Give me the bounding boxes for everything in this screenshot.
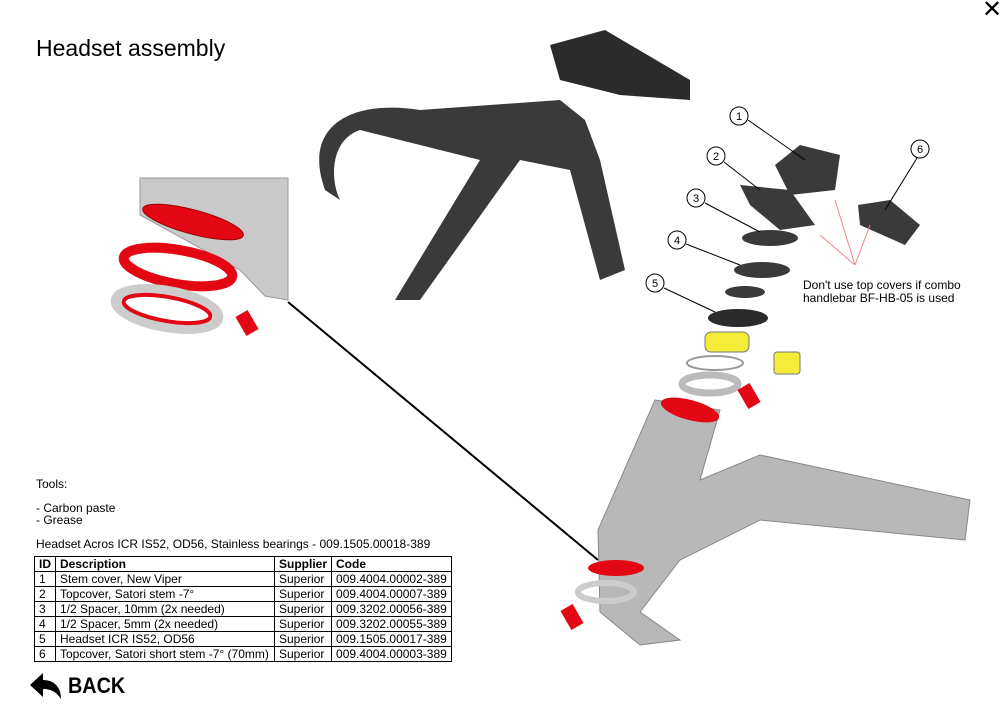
close-icon: ✕	[982, 0, 1000, 23]
note-line: Don't use top covers if combo	[803, 278, 961, 292]
table-cell: 009.4004.00007-389	[331, 586, 452, 602]
table-cell: Stem cover, New Viper	[55, 571, 275, 587]
svg-text:4: 4	[674, 235, 680, 247]
table-cell: 009.3202.00055-389	[331, 616, 452, 632]
callout-2: 2	[706, 146, 726, 166]
page-title: Headset assembly	[36, 35, 226, 61]
callout-5: 5	[645, 273, 665, 293]
back-button[interactable]: BACK	[30, 673, 132, 699]
handlebar	[319, 100, 625, 300]
table-cell: Superior	[273, 601, 333, 617]
table-cell: 009.3202.00056-389	[331, 601, 452, 617]
inset-detail	[110, 177, 289, 337]
back-arrow-icon	[30, 673, 61, 699]
carbon-paste-tube-icon	[235, 309, 259, 337]
top-cover-note: Don't use top covers if combo handlebar …	[803, 279, 961, 305]
table-cell: 1	[34, 571, 56, 587]
callout-1: 1	[729, 106, 749, 126]
table-cell: 009.1505.00017-389	[331, 631, 452, 647]
svg-text:5: 5	[652, 278, 658, 290]
table-cell: 1/2 Spacer, 10mm (2x needed)	[55, 601, 275, 617]
callout-3: 3	[686, 188, 706, 208]
table-cell: 3	[34, 601, 56, 617]
svg-text:3: 3	[693, 193, 699, 205]
callout-6: 6	[910, 139, 930, 159]
table-cell: Headset ICR IS52, OD56	[55, 631, 275, 647]
col-supplier: Supplier	[273, 556, 333, 572]
col-code: Code	[331, 556, 452, 572]
table-cell: 009.4004.00002-389	[331, 571, 452, 587]
tool-item: - Carbon paste	[36, 501, 116, 515]
table-cell: 4	[34, 616, 56, 632]
callout-4: 4	[667, 230, 687, 250]
table-cell: Topcover, Satori stem -7°	[55, 586, 275, 602]
tools-label: Tools:	[36, 477, 68, 491]
table-cell: Superior	[273, 586, 333, 602]
table-cell: Superior	[273, 631, 333, 647]
svg-text:6: 6	[917, 144, 923, 156]
table-cell: 5	[34, 631, 56, 647]
table-cell: 1/2 Spacer, 5mm (2x needed)	[55, 616, 275, 632]
svg-text:2: 2	[713, 151, 719, 163]
tool-item: - Grease	[36, 513, 83, 527]
headset-line: Headset Acros ICR IS52, OD56, Stainless …	[36, 537, 431, 551]
stem	[550, 30, 690, 100]
col-id: ID	[34, 556, 56, 572]
bearing	[704, 331, 750, 353]
svg-text:1: 1	[736, 111, 742, 123]
close-button[interactable]: ✕	[982, 0, 1000, 22]
back-label: BACK	[68, 673, 126, 698]
bike-frame	[597, 399, 971, 646]
table-cell: Superior	[273, 571, 333, 587]
col-description: Description	[55, 556, 275, 572]
table-cell: 6	[34, 646, 56, 662]
grease-pot-icon	[773, 351, 801, 375]
table-cell: Superior	[273, 616, 333, 632]
table-cell: Topcover, Satori short stem -7° (70mm)	[55, 646, 275, 662]
table-cell: 2	[34, 586, 56, 602]
table-cell: Superior	[273, 646, 333, 662]
note-line: handlebar BF-HB-05 is used	[803, 291, 955, 305]
table-cell: 009.4004.00003-389	[331, 646, 452, 662]
